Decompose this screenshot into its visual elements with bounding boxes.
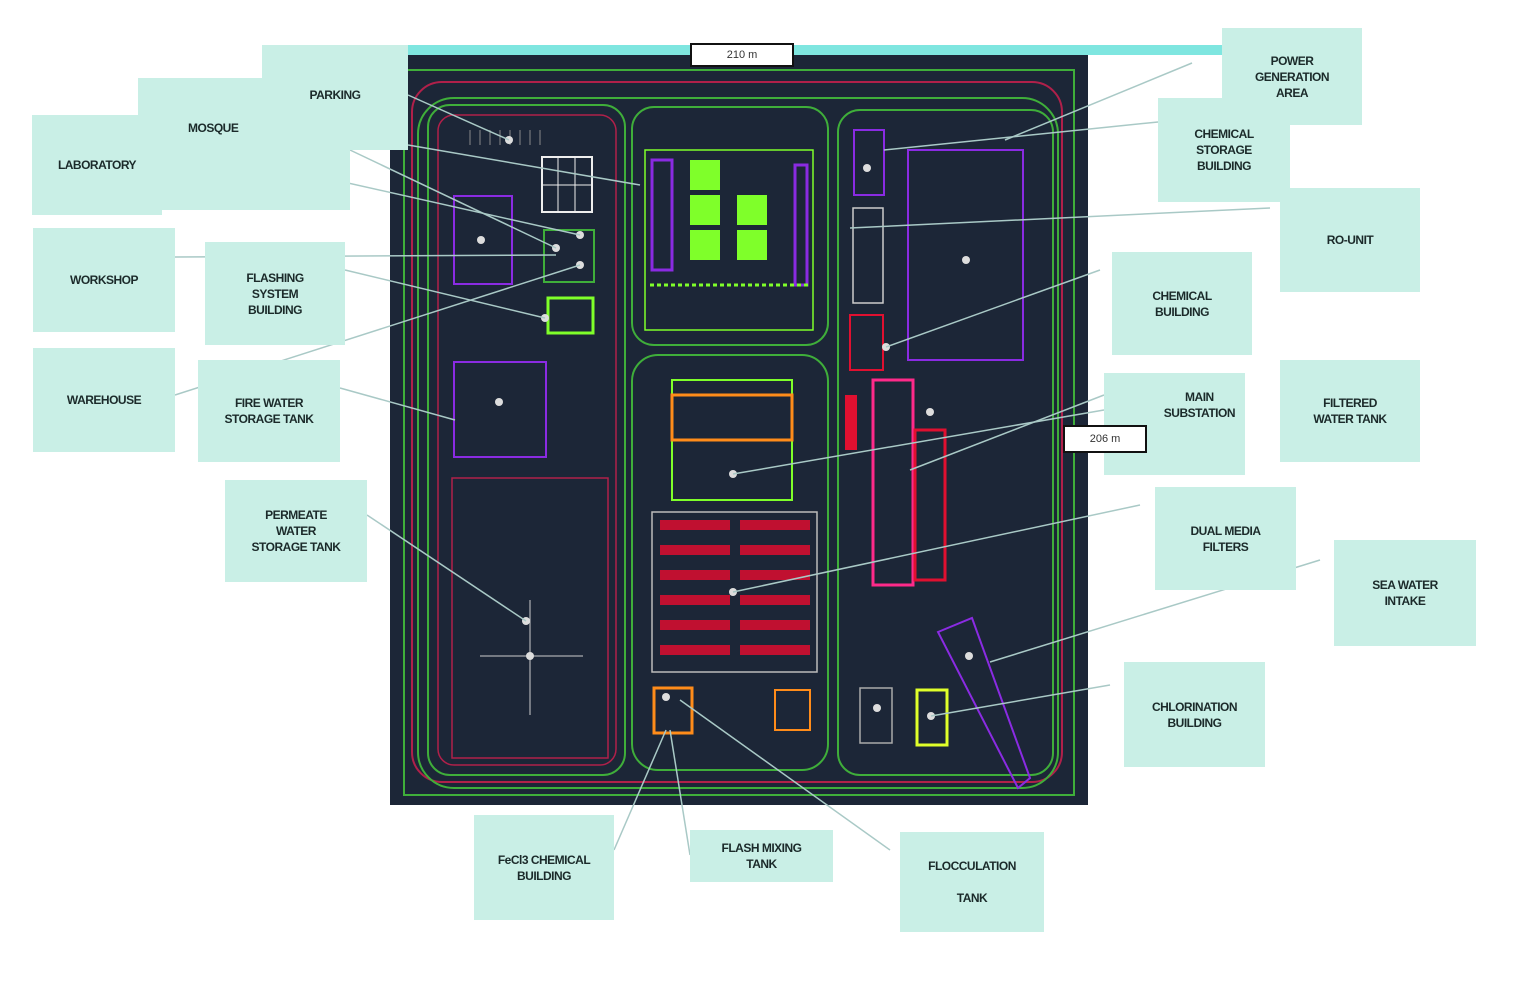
label-permeate-water-storage-tank: PERMEATE WATER STORAGE TANK	[225, 480, 367, 582]
label-workshop: WORKSHOP	[33, 228, 175, 332]
label-warehouse: WAREHOUSE	[33, 348, 175, 452]
dual-media-filter-cells	[660, 520, 810, 655]
label-flashing-system-building: FLASHING SYSTEM BUILDING	[205, 242, 345, 345]
zone-west	[427, 104, 626, 776]
fire-water-tank	[453, 361, 547, 458]
label-fire-water-storage-tank: FIRE WATER STORAGE TANK	[198, 360, 340, 462]
zone-pretreatment	[631, 354, 829, 771]
top-strip	[408, 45, 1223, 55]
label-chlorination-building: CHLORINATION BUILDING	[1124, 662, 1265, 767]
label-chemical-storage-building: CHEMICAL STORAGE BUILDING	[1158, 98, 1290, 202]
substation-building	[871, 378, 915, 587]
label-sea-water-intake: SEA WATER INTAKE	[1334, 540, 1476, 646]
dimension-height: 206 m	[1063, 425, 1147, 453]
zone-ro	[631, 106, 829, 346]
label-parking: PARKING	[262, 45, 408, 150]
label-main-substation: MAIN SUBSTATION	[1104, 373, 1245, 475]
chemical-building	[849, 314, 884, 371]
label-flash-mixing-tank: FLASH MIXING TANK	[690, 830, 833, 882]
mosque-building	[453, 195, 513, 285]
label-fecl3-chemical-building: FeCl3 CHEMICAL BUILDING	[474, 815, 614, 920]
ro-building	[644, 149, 814, 331]
label-flocculation-tank: FLOCCULATION TANK	[900, 832, 1044, 932]
workshop-building	[543, 229, 595, 283]
filtered-water-tank	[907, 149, 1024, 361]
parking-stalls	[469, 130, 541, 145]
chemical-storage-building	[852, 207, 884, 304]
chlorination-building	[915, 688, 949, 747]
label-chemical-building: CHEMICAL BUILDING	[1112, 252, 1252, 355]
permeate-tank	[451, 477, 609, 759]
label-dual-media-filters: DUAL MEDIA FILTERS	[1155, 487, 1296, 590]
fecl3-building	[652, 686, 694, 735]
label-laboratory: LABORATORY	[32, 115, 162, 215]
label-filtered-water-tank: FILTERED WATER TANK	[1280, 360, 1420, 462]
site-background	[390, 55, 1088, 805]
power-generation-building	[853, 129, 885, 196]
label-ro-unit: RO-UNIT	[1280, 188, 1420, 292]
dimension-width: 210 m	[690, 43, 794, 67]
zone-east	[837, 109, 1054, 776]
sea-water-intake	[936, 616, 1032, 790]
